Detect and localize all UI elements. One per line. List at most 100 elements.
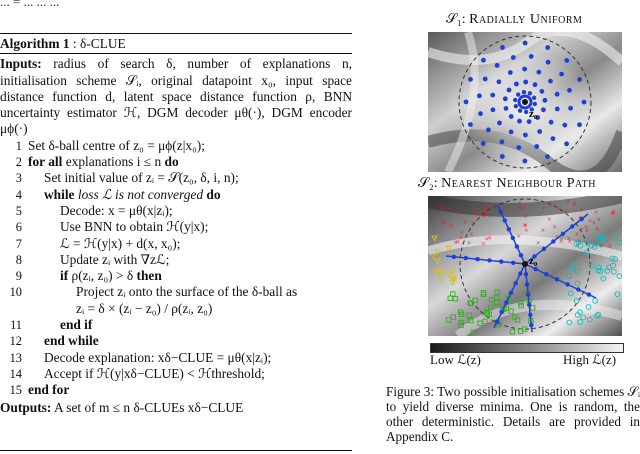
keyword: while — [44, 186, 75, 202]
initial-point — [523, 79, 529, 85]
line-number: 3 — [15, 171, 22, 186]
class-marker: × — [548, 200, 553, 209]
path-point — [529, 323, 534, 328]
panel-2-title: 𝒮₂: Nearest Neighbour Path — [418, 176, 596, 192]
class-marker — [597, 268, 604, 274]
line-number: 1 — [15, 138, 22, 153]
class-marker — [595, 267, 602, 274]
class-marker: × — [567, 237, 572, 246]
keyword: for all — [28, 154, 63, 170]
class-marker: × — [597, 215, 602, 224]
figure-caption: Figure 3: Two possible initialisation sc… — [386, 384, 640, 444]
class-marker: × — [475, 208, 480, 217]
class-marker: × — [467, 238, 472, 247]
class-marker: × — [566, 196, 571, 205]
path-point — [551, 239, 556, 244]
algorithm-outputs: Outputs: A set of m ≤ n δ-CLUEs xδ−CLUE — [0, 400, 352, 416]
initial-point — [527, 91, 533, 96]
initial-point — [545, 154, 550, 159]
algorithm-name: : δ-CLUE — [72, 36, 126, 51]
class-marker — [612, 234, 618, 241]
code-text: ℒ = ℋ(y|x) + d(x, x₀); — [60, 235, 181, 251]
class-marker — [616, 273, 622, 279]
panel-2-symbol: 𝒮₂: — [418, 176, 438, 191]
initial-point — [496, 79, 502, 85]
class-marker: × — [536, 239, 541, 248]
inputs-text: radius of search δ, number of explanatio… — [0, 56, 352, 137]
class-marker — [493, 295, 500, 301]
class-marker: × — [484, 201, 489, 210]
class-marker — [583, 249, 590, 256]
initial-point — [482, 76, 488, 82]
previous-text-fragment: ... = ... ... ... — [0, 0, 60, 9]
initial-point — [545, 45, 551, 50]
class-marker — [616, 239, 622, 246]
code-text: Use BNN to obtain ℋ(y|x); — [60, 219, 209, 235]
class-marker: × — [504, 204, 509, 213]
path-point — [513, 281, 518, 286]
initial-point — [521, 89, 527, 95]
initial-point — [499, 154, 505, 159]
path-point — [451, 254, 457, 259]
class-marker: × — [521, 204, 526, 213]
class-marker — [488, 304, 494, 311]
initial-point — [559, 71, 564, 77]
code-text: Accept if ℋ(y|xδ−CLUE) < ℋthreshold; — [44, 365, 265, 381]
initial-point — [503, 106, 509, 111]
class-marker — [458, 322, 464, 329]
initial-point — [478, 111, 483, 117]
class-marker: × — [607, 242, 612, 251]
initial-point — [568, 105, 573, 111]
class-marker — [595, 311, 602, 318]
code-text: Decode explanation: xδ−CLUE = μθ(x|zᵢ); — [44, 349, 272, 365]
class-marker: × — [556, 204, 561, 213]
line-number: 14 — [9, 366, 22, 381]
class-marker — [458, 320, 464, 326]
path-point — [499, 309, 504, 315]
path-point — [554, 277, 560, 282]
outputs-label: Outputs: — [0, 399, 52, 415]
class-marker — [429, 253, 437, 260]
initial-point — [513, 104, 519, 109]
inputs-label: Inputs: — [0, 56, 42, 72]
class-marker — [494, 289, 500, 295]
class-marker: × — [516, 232, 521, 241]
initial-point — [513, 97, 518, 103]
initial-point — [490, 107, 496, 113]
panel-1-name: Radially Uniform — [469, 12, 583, 27]
path-point — [506, 227, 511, 232]
class-marker: × — [611, 207, 616, 216]
class-marker — [566, 272, 573, 279]
initial-point — [522, 66, 527, 72]
class-marker — [486, 311, 492, 317]
code-text: Decode: x = μθ(x|zᵢ); — [60, 202, 173, 218]
z0-label: z₀ — [529, 108, 538, 120]
class-marker — [570, 262, 576, 269]
class-marker — [434, 249, 442, 256]
code-text: explanations i ≤ n — [62, 154, 165, 170]
path-point — [586, 292, 592, 297]
line-number: 4 — [15, 187, 22, 202]
class-marker — [517, 300, 524, 306]
initial-point — [507, 70, 513, 75]
class-marker — [566, 319, 573, 326]
class-marker — [449, 280, 456, 286]
initial-points — [463, 40, 587, 164]
z0-label: z₀ — [529, 255, 538, 267]
class-marker: × — [541, 204, 546, 213]
class-marker: × — [541, 226, 546, 235]
path-point — [487, 258, 492, 263]
class-marker: × — [470, 218, 475, 227]
class-marker: × — [610, 209, 615, 218]
class-marker — [438, 269, 445, 276]
class-marker: × — [457, 209, 462, 218]
class-marker: × — [481, 240, 486, 249]
class-marker: × — [453, 238, 458, 247]
panel-2-name: Nearest Neighbour Path — [441, 176, 597, 191]
class-marker — [612, 256, 619, 262]
class-marker — [488, 297, 495, 303]
